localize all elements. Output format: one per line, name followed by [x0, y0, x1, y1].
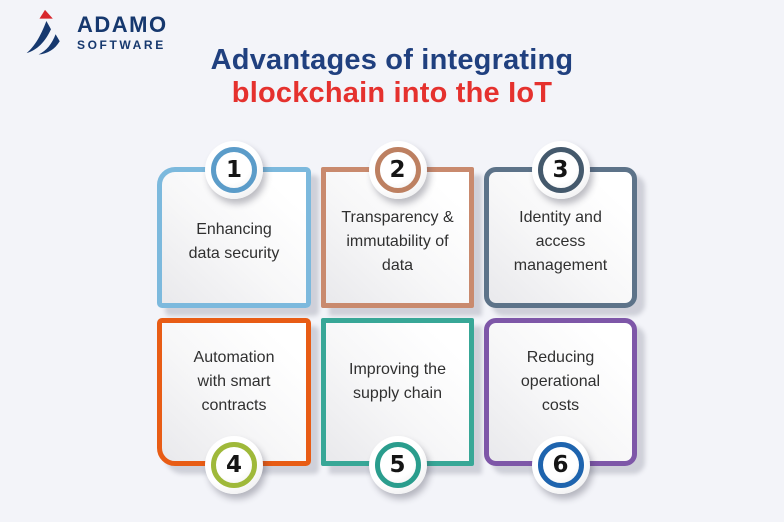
card-label: Identity and access management	[513, 208, 608, 274]
number-ring-1: 1	[211, 147, 257, 193]
card-number: 5	[389, 451, 406, 478]
card-number: 1	[225, 156, 242, 183]
number-ring-6: 6	[537, 442, 584, 488]
card-content: Automation with smart contracts	[162, 323, 306, 461]
adamo-logo: ADAMO SOFTWARE	[22, 9, 168, 55]
number-ring-4: 4	[211, 442, 257, 488]
number-badge-3: 3	[531, 141, 590, 199]
card-transparency-immutability: 2 Transparency & immutability of data	[321, 141, 474, 308]
title-line-1: Advantages of integrating	[210, 44, 574, 76]
card-content: Enhancing data security	[162, 172, 306, 303]
card-identity-access-management: 3 Identity and access management	[484, 141, 637, 308]
card-enhancing-data-security: 1 Enhancing data security	[157, 141, 311, 308]
card-improving-supply-chain: 5 Improving the supply chain	[321, 318, 474, 494]
logo-subname: SOFTWARE	[77, 37, 166, 52]
adamo-logo-icon	[26, 9, 60, 55]
card-number: 4	[225, 451, 242, 478]
card-reducing-operational-costs: 6 Reducing operational costs	[484, 318, 637, 494]
number-ring-2: 2	[374, 147, 421, 193]
number-badge-5: 5	[368, 436, 427, 494]
card-content: Transparency & immutability of data	[326, 172, 469, 303]
number-badge-4: 4	[205, 436, 263, 494]
number-badge-1: 1	[205, 141, 263, 199]
card-label: Automation with smart contracts	[193, 349, 275, 414]
number-badge-6: 6	[531, 436, 590, 494]
adamo-logo-text: ADAMO SOFTWARE	[77, 11, 168, 52]
page-title: Advantages of integrating blockchain int…	[0, 44, 784, 110]
number-ring-3: 3	[537, 147, 584, 193]
card-label: Improving the supply chain	[349, 361, 446, 402]
card-number: 6	[552, 451, 569, 478]
card-label: Reducing operational costs	[520, 349, 601, 414]
card-number: 2	[389, 156, 406, 183]
number-ring-5: 5	[374, 442, 421, 488]
card-automation-smart-contracts: 4 Automation with smart contracts	[157, 318, 311, 494]
card-content: Reducing operational costs	[489, 323, 632, 461]
card-label: Enhancing data security	[188, 220, 280, 262]
title-line-2: blockchain into the IoT	[231, 77, 553, 109]
number-badge-2: 2	[368, 141, 427, 199]
card-content: Identity and access management	[489, 172, 632, 303]
logo-name: ADAMO	[77, 11, 168, 37]
card-content: Improving the supply chain	[326, 323, 469, 461]
card-label: Transparency & immutability of data	[341, 208, 454, 274]
card-number: 3	[552, 156, 569, 183]
